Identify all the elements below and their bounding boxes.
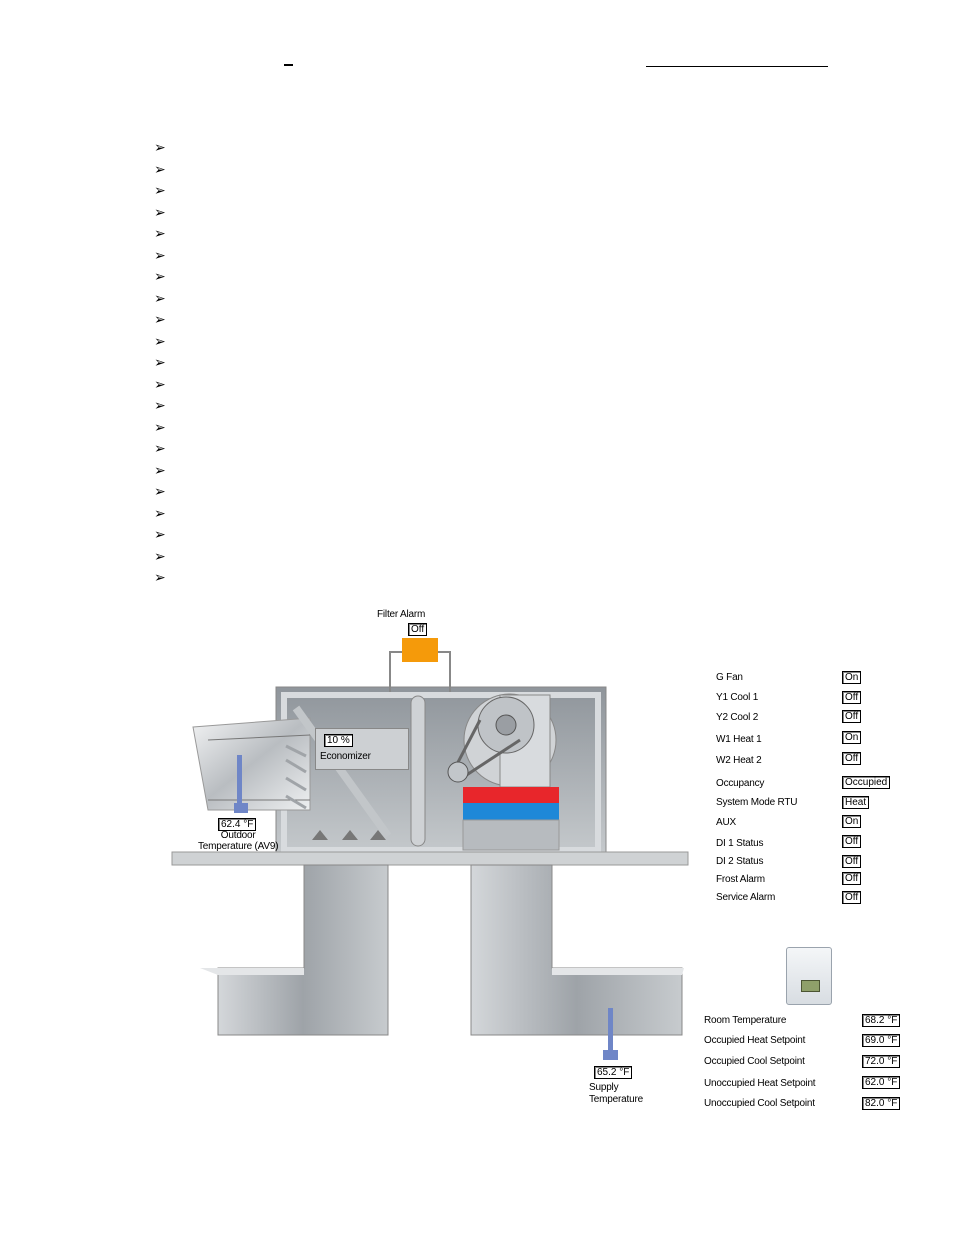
status-value-di1[interactable]: Off <box>842 835 862 848</box>
bullet-icon: ➢ <box>154 462 166 479</box>
bullet-icon: ➢ <box>154 441 166 457</box>
status-label-frost-alarm: Frost Alarm <box>716 874 765 885</box>
status-value-y1-cool[interactable]: Off <box>842 691 862 704</box>
outdoor-temp-label: Outdoor Temperature (AV9) <box>198 830 279 852</box>
bullet-icon: ➢ <box>154 269 166 285</box>
roof-deck <box>171 851 689 866</box>
supply-temp-value[interactable]: 65.2 °F <box>594 1066 633 1079</box>
status-value-aux[interactable]: On <box>842 815 862 828</box>
status-value-w2-heat[interactable]: Off <box>842 752 862 765</box>
bullet-icon: ➢ <box>154 398 166 414</box>
outdoor-sensor-icon <box>237 755 242 803</box>
status-label-y2-cool: Y2 Cool 2 <box>716 712 759 723</box>
status-value-g-fan[interactable]: On <box>842 671 862 684</box>
status-value-service-alarm[interactable]: Off <box>842 891 862 904</box>
bullet-icon: ➢ <box>154 204 166 221</box>
status-label-y1-cool: Y1 Cool 1 <box>716 692 759 703</box>
status-value-y2-cool[interactable]: Off <box>842 710 862 723</box>
bullet-icon: ➢ <box>154 484 166 500</box>
supply-duct <box>470 864 683 1036</box>
bullet-icon: ➢ <box>154 376 166 393</box>
status-value-system-mode[interactable]: Heat <box>842 796 870 809</box>
filter-alarm-label: Filter Alarm <box>377 609 426 620</box>
setpoint-value-room-temp[interactable]: 68.2 °F <box>862 1014 901 1027</box>
status-label-w1-heat: W1 Heat 1 <box>716 734 762 745</box>
supply-sensor-icon <box>608 1008 613 1050</box>
economizer-value[interactable]: 10 % <box>324 734 353 747</box>
header-rule <box>646 66 828 67</box>
setpoint-value-occ-heat[interactable]: 69.0 °F <box>862 1034 901 1047</box>
status-label-occupancy: Occupancy <box>716 778 765 789</box>
status-label-di1: DI 1 Status <box>716 838 764 849</box>
bullet-icon: ➢ <box>154 355 166 371</box>
bullet-icon: ➢ <box>154 247 166 264</box>
setpoint-value-unocc-heat[interactable]: 62.0 °F <box>862 1076 901 1089</box>
setpoint-value-occ-cool[interactable]: 72.0 °F <box>862 1055 901 1068</box>
status-label-system-mode: System Mode RTU <box>716 797 798 808</box>
bullet-icon: ➢ <box>154 548 166 565</box>
status-value-di2[interactable]: Off <box>842 855 862 868</box>
status-value-frost-alarm[interactable]: Off <box>842 872 862 885</box>
bullet-icon: ➢ <box>154 161 166 178</box>
filter-box <box>402 638 438 662</box>
bullet-icon: ➢ <box>154 333 166 350</box>
bullet-icon: ➢ <box>154 290 166 307</box>
setpoint-label-occ-cool: Occupied Cool Setpoint <box>704 1056 805 1067</box>
cooling-coil <box>463 803 559 820</box>
status-label-di2: DI 2 Status <box>716 856 764 867</box>
setpoint-panel: Room Temperature 68.2 °F Occupied Heat S… <box>704 1012 904 1116</box>
thermostat-icon <box>781 944 835 1006</box>
setpoint-label-room-temp: Room Temperature <box>704 1015 787 1026</box>
header-dash <box>284 64 293 66</box>
setpoint-label-unocc-heat: Unoccupied Heat Setpoint <box>704 1078 816 1089</box>
return-duct <box>217 864 389 1036</box>
bullet-icon: ➢ <box>154 505 166 522</box>
bullet-icon: ➢ <box>154 183 166 199</box>
bullet-icon: ➢ <box>154 226 166 242</box>
outdoor-air-hood <box>192 717 311 811</box>
bullet-icon: ➢ <box>154 527 166 543</box>
heating-coil <box>463 787 559 803</box>
status-value-w1-heat[interactable]: On <box>842 731 862 744</box>
status-label-service-alarm: Service Alarm <box>716 892 776 903</box>
filter-alarm-value[interactable]: Off <box>408 623 428 636</box>
setpoint-label-unocc-cool: Unoccupied Cool Setpoint <box>704 1098 815 1109</box>
rooftop-unit-diagram <box>171 638 689 1060</box>
setpoint-value-unocc-cool[interactable]: 82.0 °F <box>862 1097 901 1110</box>
status-label-w2-heat: W2 Heat 2 <box>716 755 762 766</box>
status-value-occupancy[interactable]: Occupied <box>842 776 891 789</box>
economizer-panel: 10 % Economizer <box>315 728 409 770</box>
bullet-icon: ➢ <box>154 419 166 436</box>
status-label-aux: AUX <box>716 817 736 828</box>
bullet-icon: ➢ <box>154 140 166 156</box>
outdoor-temp-value[interactable]: 62.4 °F <box>218 818 257 831</box>
setpoint-label-occ-heat: Occupied Heat Setpoint <box>704 1035 806 1046</box>
status-panel: G Fan On Y1 Cool 1 Off Y2 Cool 2 Off W1 … <box>716 670 896 910</box>
supply-temp-label: Supply Temperature <box>589 1082 643 1105</box>
status-label-g-fan: G Fan <box>716 672 743 683</box>
bullet-icon: ➢ <box>154 570 166 586</box>
economizer-label: Economizer <box>320 751 371 762</box>
bullet-icon: ➢ <box>154 312 166 328</box>
